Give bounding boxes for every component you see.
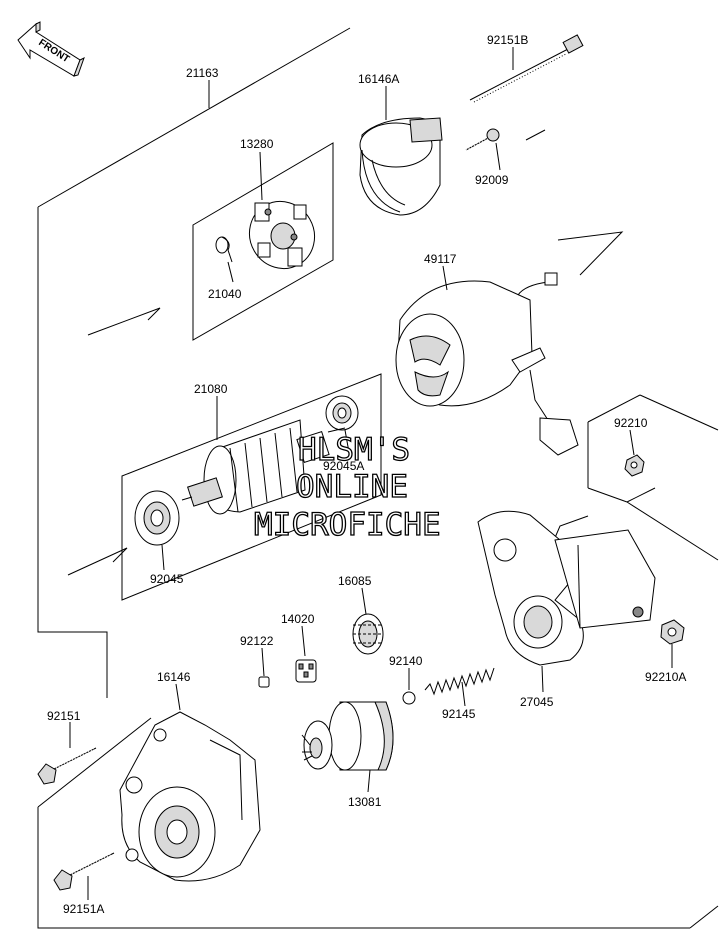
steel-ball (402, 691, 416, 705)
retainer-cage (295, 659, 317, 683)
watermark-line-1: HLSM'S (298, 432, 410, 468)
rear-end-cover (359, 117, 443, 216)
part-number: 92045A (323, 459, 364, 473)
flange-bolt (37, 747, 97, 785)
watermark: HLSM'S ONLINE MICROFICHE (253, 431, 441, 543)
long-through-bolt (469, 34, 584, 141)
part-number: 92210 (614, 416, 648, 430)
part-number: 92140 (389, 654, 423, 668)
brush-holder (248, 200, 316, 270)
part-number: 92151 (47, 709, 81, 723)
roller-pin (258, 676, 270, 688)
flange-bolt-a (53, 852, 115, 891)
leader-lines (69, 47, 673, 900)
part-number: 92151A (63, 902, 104, 916)
armature-bearing-front (134, 490, 180, 546)
part-number: 92009 (475, 173, 509, 187)
part-number: 21163 (186, 66, 219, 80)
part-number: 49117 (424, 252, 457, 266)
assembly-boundary (37, 27, 719, 929)
part-number-labels: 21163 92151B 16146A 92009 13280 21040 49… (47, 33, 686, 916)
yoke-assembly (395, 272, 579, 456)
armature (181, 419, 346, 515)
brush-spring-clip (215, 236, 233, 263)
part-number: 13081 (348, 795, 382, 809)
front-direction-arrow: FRONT (17, 21, 85, 77)
part-number: 92045 (150, 572, 184, 586)
part-number: 21040 (208, 287, 242, 301)
part-number: 92122 (240, 634, 274, 648)
nut-small (624, 454, 645, 477)
part-number: 27045 (520, 695, 554, 709)
part-number: 16146 (157, 670, 191, 684)
coil-spring (424, 667, 495, 696)
part-number: 16146A (358, 72, 399, 86)
part-number: 21080 (194, 382, 228, 396)
part-number: 92210A (645, 670, 686, 684)
small-screw (465, 128, 501, 171)
part-number: 92151B (487, 33, 528, 47)
front-housing (119, 711, 261, 882)
watermark-line-3: MICROFICHE (254, 507, 441, 543)
part-number: 13280 (240, 137, 274, 151)
magnetic-switch (477, 510, 656, 666)
part-number: 16085 (338, 574, 372, 588)
brush-holder-group (192, 142, 334, 341)
nut-large (660, 619, 685, 645)
armature-bearing-rear (325, 395, 359, 431)
overrunning-clutch (301, 701, 394, 771)
watermark-line-2: ONLINE (296, 469, 408, 505)
idler-gear (352, 613, 384, 655)
part-number: 92145 (442, 707, 476, 721)
part-number: 14020 (281, 612, 315, 626)
armature-group (121, 373, 382, 601)
